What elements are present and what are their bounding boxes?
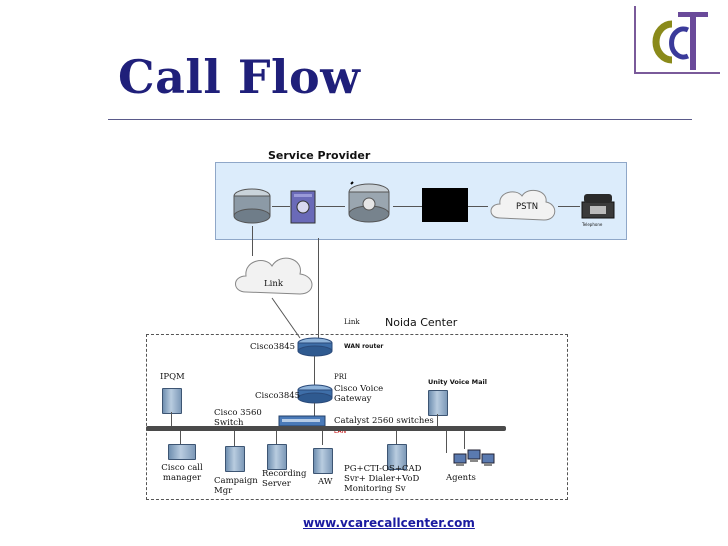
telephone-icon [581, 194, 615, 219]
link-line [322, 431, 323, 445]
page-title: Call Flow [118, 50, 361, 104]
provider-router-icon [233, 188, 271, 224]
voice-gateway-label: Cisco Voice Gateway [334, 384, 384, 404]
provider-pbx-icon [422, 188, 468, 222]
aw-server-icon [313, 448, 333, 474]
link-line [234, 431, 235, 447]
wan-router-icon [297, 337, 333, 357]
call-manager-icon [168, 444, 196, 460]
ipqm-server-icon [162, 388, 182, 414]
link-line [464, 431, 465, 449]
noida-link-label: Link [344, 318, 360, 326]
router-2-label: Cisco3845 [255, 391, 301, 401]
link-line [468, 206, 488, 207]
call-manager-label: Cisco call manager [161, 463, 203, 483]
link-line [393, 206, 422, 207]
campaign-server-icon [225, 446, 245, 472]
agents-label: Agents [446, 473, 476, 483]
link-line [318, 238, 319, 340]
recording-label: Recording Server [262, 469, 307, 489]
link-line [276, 431, 277, 445]
link-line [180, 431, 181, 445]
unity-server-icon [428, 390, 448, 416]
link-line [437, 414, 438, 426]
lan-label: LAN [334, 428, 347, 435]
link-line [272, 206, 290, 207]
lan-bus [146, 426, 506, 431]
noida-center-label: Noida Center [385, 316, 458, 329]
unity-label: Unity Voice Mail [428, 378, 487, 386]
pg-label: PG+CTI-OS+CAD Svr+ Dialer+VoD Monitoring… [344, 464, 422, 494]
link-line [396, 431, 397, 445]
footer-link[interactable]: www.vcarecallcenter.com [303, 516, 475, 530]
voice-gateway-icon [297, 384, 333, 404]
link-line [271, 297, 301, 339]
noida-center-box [146, 334, 568, 500]
link-line [558, 206, 580, 207]
service-provider-label: Service Provider [268, 149, 371, 162]
agents-workstations-icon [453, 449, 495, 466]
pstn-cloud-icon [490, 189, 556, 221]
campaign-label: Campaign Mgr [214, 476, 258, 496]
aw-label: AW [318, 477, 333, 487]
link-line [314, 356, 315, 388]
link-line [316, 206, 345, 207]
recording-server-icon [267, 444, 287, 470]
link-line [314, 403, 315, 417]
service-provider-box [215, 162, 627, 240]
link-line [171, 412, 172, 426]
ipqm-label: IPQM [160, 372, 185, 382]
pg-server-icon [387, 444, 407, 470]
company-logo [634, 6, 720, 74]
provider-switch-icon [290, 190, 316, 224]
link-line [252, 226, 253, 256]
link-cloud-icon [235, 257, 313, 295]
title-divider [108, 119, 692, 120]
pri-label: PRI [334, 373, 347, 381]
link-cloud-label: Link [264, 279, 283, 289]
telephone-label: Telephone [582, 222, 603, 227]
pstn-label: PSTN [516, 202, 539, 212]
catalyst-label: Catalyst 2560 switches [334, 416, 434, 426]
switch-3560-label: Cisco 3560 Switch [214, 408, 262, 428]
wan-router-label: WAN router [344, 343, 384, 350]
provider-gateway-icon [348, 181, 390, 223]
link-line [446, 431, 447, 453]
router-top-label: Cisco3845 [250, 342, 296, 352]
